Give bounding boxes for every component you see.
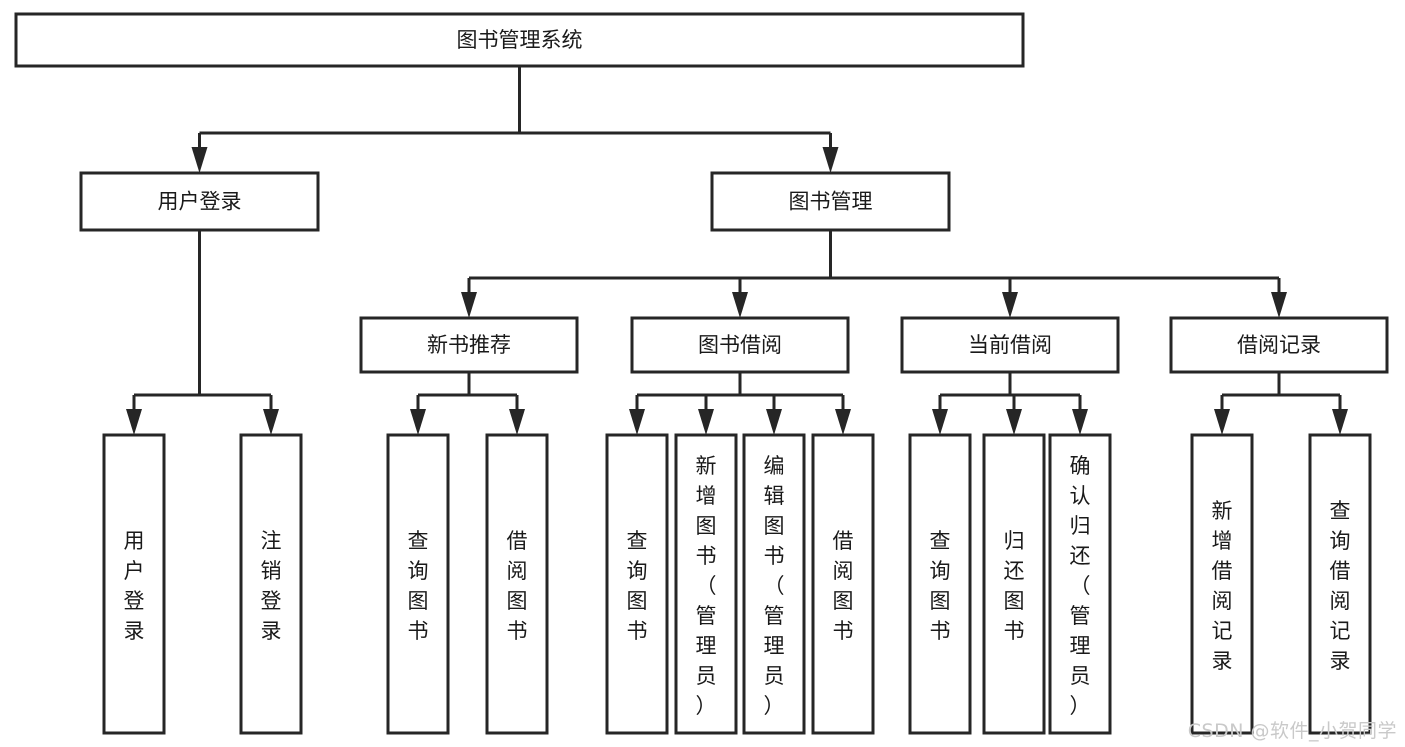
arrow-head-icon (191, 147, 208, 173)
node-label: 借阅记录 (1237, 333, 1321, 357)
arrow-head-icon (1332, 409, 1348, 435)
node-label: 图书管理系统 (457, 28, 583, 52)
edge-group-borrow-record (1214, 372, 1348, 435)
node-leaf-query-record[interactable]: 查询借阅记录 (1308, 433, 1372, 735)
node-rect (102, 433, 166, 735)
node-label: 新增借阅记录 (1212, 499, 1233, 673)
node-leaf-borrow-book-2[interactable]: 借阅图书 (811, 433, 875, 735)
node-rect (79, 171, 320, 232)
node-leaf-query-book-3[interactable]: 查询图书 (908, 433, 972, 735)
node-rect (742, 433, 806, 735)
node-label: 查询图书 (408, 529, 429, 643)
node-label: 图书借阅 (698, 333, 782, 357)
node-leaf-user-login[interactable]: 用户登录 (102, 433, 166, 735)
arrow-head-icon (461, 292, 477, 318)
arrow-head-icon (698, 409, 714, 435)
arrow-head-icon (835, 409, 851, 435)
node-leaf-add-record[interactable]: 新增借阅记录 (1190, 433, 1254, 735)
node-leaf-add-book[interactable]: 新增图书（管理员） (674, 433, 738, 735)
arrow-head-icon (1006, 409, 1022, 435)
node-rect (900, 316, 1120, 374)
arrow-head-icon (263, 409, 279, 435)
arrow-head-icon (1072, 409, 1088, 435)
edge-group-root (191, 66, 839, 173)
node-label: 注销登录 (261, 529, 282, 643)
node-label: 查询图书 (930, 529, 951, 643)
node-label: 新增图书（管理员） (696, 454, 717, 718)
node-leaf-borrow-book-1[interactable]: 借阅图书 (485, 433, 549, 735)
node-rect (630, 316, 850, 374)
node-current-borrow[interactable]: 当前借阅 (900, 316, 1120, 374)
node-rect (811, 433, 875, 735)
arrow-head-icon (1271, 292, 1287, 318)
node-label: 借阅图书 (507, 529, 528, 643)
node-user-login[interactable]: 用户登录 (79, 171, 320, 232)
node-label: 借阅图书 (833, 529, 854, 643)
node-label: 图书管理 (789, 190, 873, 214)
arrow-head-icon (629, 409, 645, 435)
node-leaf-query-book-2[interactable]: 查询图书 (605, 433, 669, 735)
node-leaf-confirm-return[interactable]: 确认归还（管理员） (1048, 433, 1112, 735)
arrow-head-icon (732, 292, 748, 318)
node-rect (605, 433, 669, 735)
edge-group-new-book-rec (410, 372, 525, 435)
node-rect (1169, 316, 1389, 374)
arrow-head-icon (766, 409, 782, 435)
node-label: 查询借阅记录 (1330, 499, 1351, 673)
edge-group-book-borrow (629, 372, 851, 435)
arrow-head-icon (410, 409, 426, 435)
node-label: 归还图书 (1004, 529, 1025, 643)
node-book-manage[interactable]: 图书管理 (710, 171, 951, 232)
node-leaf-return-book[interactable]: 归还图书 (982, 433, 1046, 735)
node-rect (982, 433, 1046, 735)
edge-group-current-borrow (932, 372, 1088, 435)
node-label: 新书推荐 (427, 333, 511, 357)
connector-layer (126, 66, 1348, 435)
node-label: 用户登录 (124, 529, 145, 643)
edge-group-user-login (126, 230, 279, 435)
node-leaf-query-book-1[interactable]: 查询图书 (386, 433, 450, 735)
node-rect (485, 433, 549, 735)
edge-group-book-manage (461, 230, 1287, 318)
node-rect (14, 12, 1025, 68)
node-rect (386, 433, 450, 735)
node-root[interactable]: 图书管理系统 (14, 12, 1025, 68)
arrow-head-icon (932, 409, 948, 435)
node-rect (1190, 433, 1254, 735)
node-layer: 图书管理系统用户登录图书管理新书推荐图书借阅当前借阅借阅记录用户登录注销登录查询… (14, 12, 1389, 735)
node-rect (239, 433, 303, 735)
arrow-head-icon (126, 409, 142, 435)
node-new-book-rec[interactable]: 新书推荐 (359, 316, 579, 374)
node-book-borrow[interactable]: 图书借阅 (630, 316, 850, 374)
node-rect (674, 433, 738, 735)
node-label: 用户登录 (158, 190, 242, 214)
node-leaf-edit-book[interactable]: 编辑图书（管理员） (742, 433, 806, 735)
node-leaf-logout[interactable]: 注销登录 (239, 433, 303, 735)
arrow-head-icon (822, 147, 839, 173)
node-rect (1308, 433, 1372, 735)
node-borrow-record[interactable]: 借阅记录 (1169, 316, 1389, 374)
node-label: 查询图书 (627, 529, 648, 643)
node-rect (710, 171, 951, 232)
arrow-head-icon (509, 409, 525, 435)
csdn-watermark: CSDN @软件_小贺同学 (1187, 720, 1397, 742)
arrow-head-icon (1214, 409, 1230, 435)
node-label: 确认归还（管理员） (1070, 454, 1091, 718)
node-rect (908, 433, 972, 735)
node-rect (1048, 433, 1112, 735)
node-rect (359, 316, 579, 374)
node-label: 当前借阅 (968, 333, 1052, 357)
arrow-head-icon (1002, 292, 1018, 318)
node-label: 编辑图书（管理员） (764, 454, 785, 718)
